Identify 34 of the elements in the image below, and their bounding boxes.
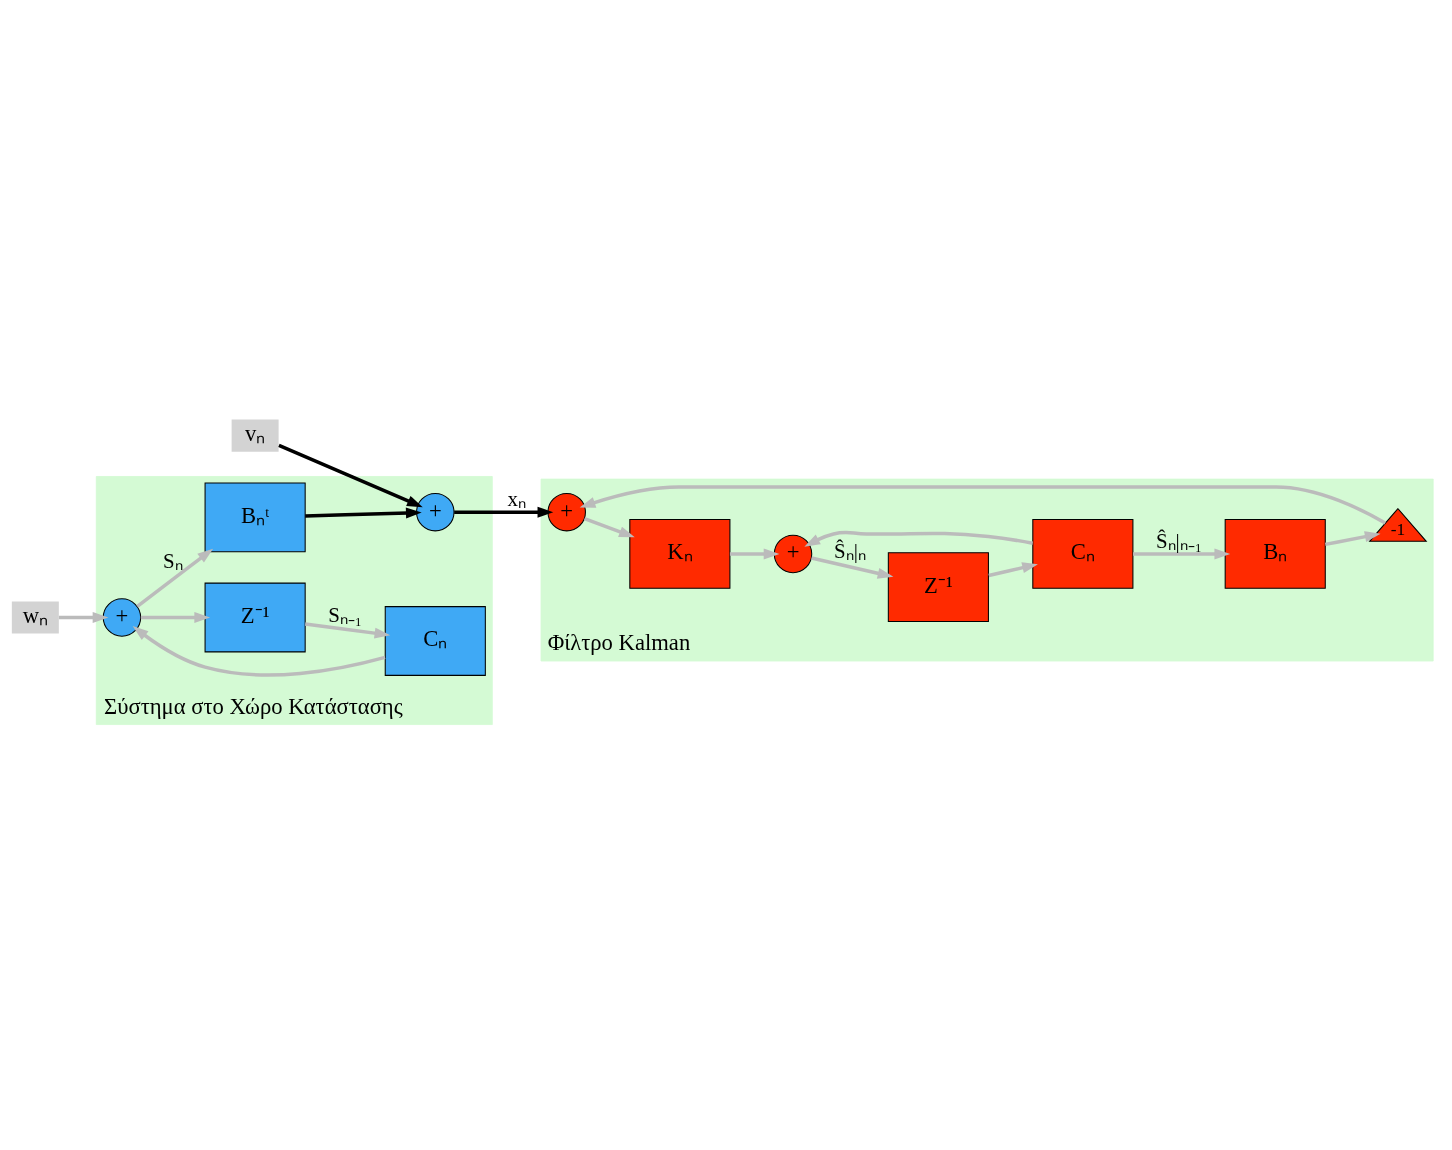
arrow [454, 506, 554, 518]
arrow [305, 621, 391, 639]
arrow [583, 516, 635, 537]
node-box: Bₙ [1224, 518, 1326, 589]
arrow [132, 625, 386, 677]
node-box: vₙ [231, 419, 279, 452]
node-box: wₙ [11, 600, 59, 634]
edge-label: Sₙ₋₁ [328, 602, 363, 627]
arrow [278, 443, 423, 507]
node-box: Cₙ [1032, 518, 1134, 589]
arrow [58, 611, 109, 623]
node-circle: + [547, 492, 586, 531]
node-box: Z⁻¹ [204, 582, 306, 652]
arrow [804, 530, 1033, 547]
arrow [136, 548, 214, 608]
arrow [305, 507, 422, 518]
node-circle: + [102, 597, 142, 637]
arrow [1133, 547, 1231, 559]
node-box: Kₙ [629, 518, 731, 589]
arrow [811, 555, 894, 579]
arrow [729, 547, 780, 559]
node-box: Bₙᵗ [204, 482, 306, 552]
arrow [1324, 530, 1381, 546]
edge-label: xₙ [507, 486, 526, 511]
edge-label: Ŝₙ|ₙ [834, 538, 866, 563]
arrow [988, 561, 1038, 577]
node-box: Z⁻¹ [887, 551, 989, 622]
arrow [140, 611, 211, 623]
arrow [579, 484, 1387, 525]
edge-label: Ŝₙ|ₙ₋₁ [1156, 528, 1203, 553]
node-box: Cₙ [384, 605, 486, 676]
node-circle: + [416, 492, 455, 531]
node-circle: + [773, 534, 813, 573]
edge-label: Sₙ [163, 548, 183, 573]
